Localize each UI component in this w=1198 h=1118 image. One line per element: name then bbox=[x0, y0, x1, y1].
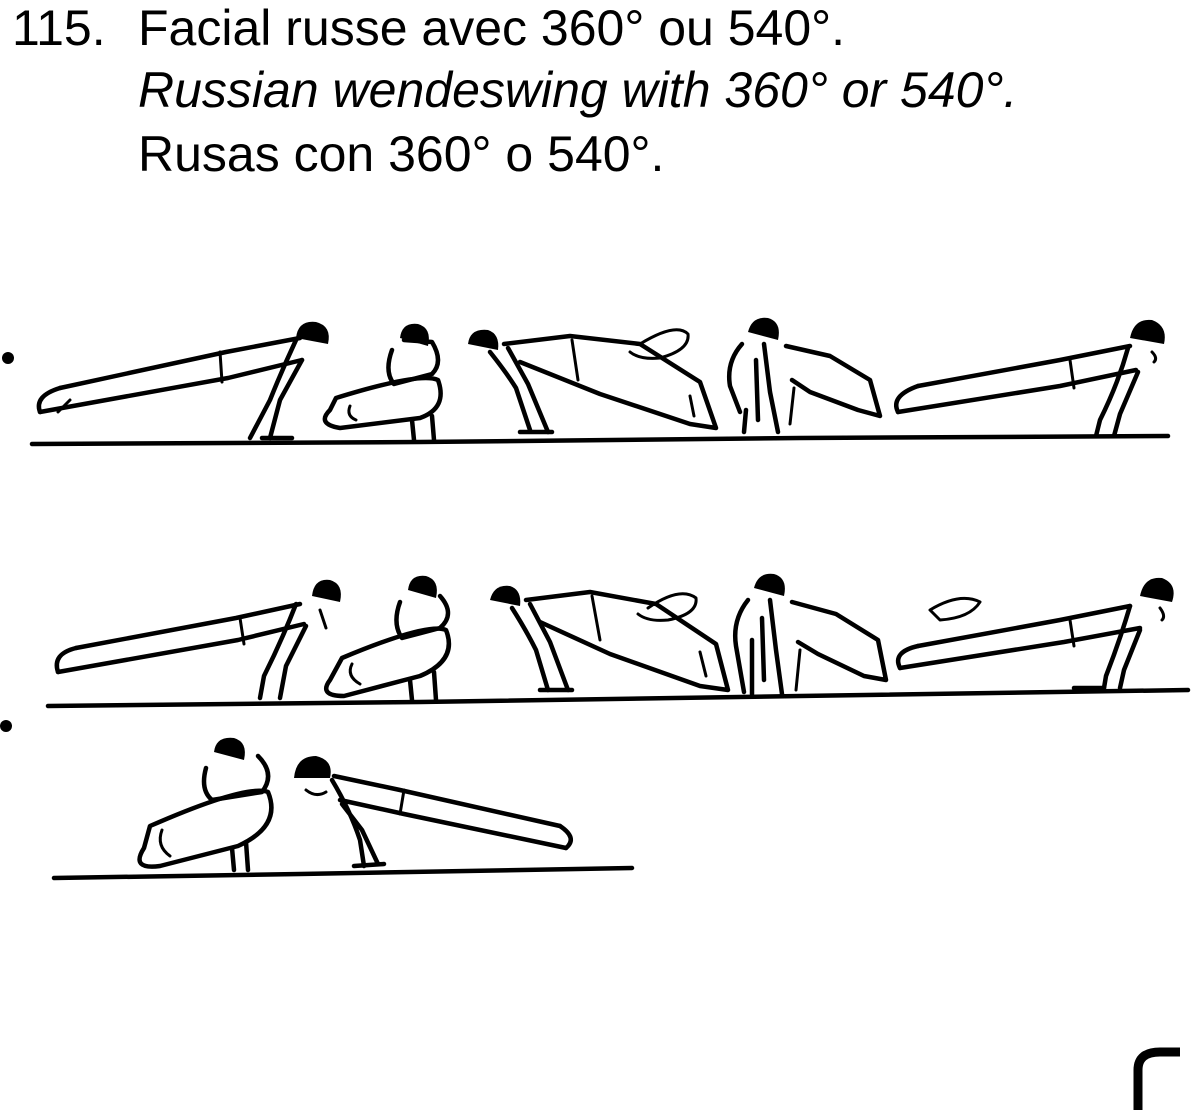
row-2-figure-3-swing bbox=[490, 586, 728, 690]
row-1-figure-5-front-support bbox=[896, 320, 1165, 436]
row-2 bbox=[0, 574, 1188, 732]
row-1-figure-3-swing bbox=[468, 330, 716, 432]
row-1-figure-2-tuck bbox=[325, 324, 441, 440]
row-2-floor-line bbox=[48, 690, 1188, 706]
row-2-marker-dot bbox=[0, 720, 12, 732]
corner-mark bbox=[1138, 1052, 1180, 1110]
row-3-floor-line bbox=[54, 868, 632, 878]
row-3-figure-2-front-support bbox=[294, 756, 571, 866]
row-1 bbox=[2, 318, 1168, 444]
row-3-figure-1-tuck bbox=[140, 738, 272, 870]
row-1-marker-dot bbox=[2, 352, 14, 364]
row-2-figure-2-tuck bbox=[326, 576, 449, 700]
row-2-figure-1-front-support bbox=[57, 580, 341, 698]
row-1-floor-line bbox=[32, 436, 1168, 444]
row-3 bbox=[54, 738, 632, 878]
row-2-figure-4-turn bbox=[735, 574, 886, 694]
row-2-figure-5-front-support bbox=[898, 578, 1174, 688]
row-1-figure-4-turn bbox=[729, 318, 880, 432]
row-1-figure-1-front-support bbox=[39, 322, 329, 438]
